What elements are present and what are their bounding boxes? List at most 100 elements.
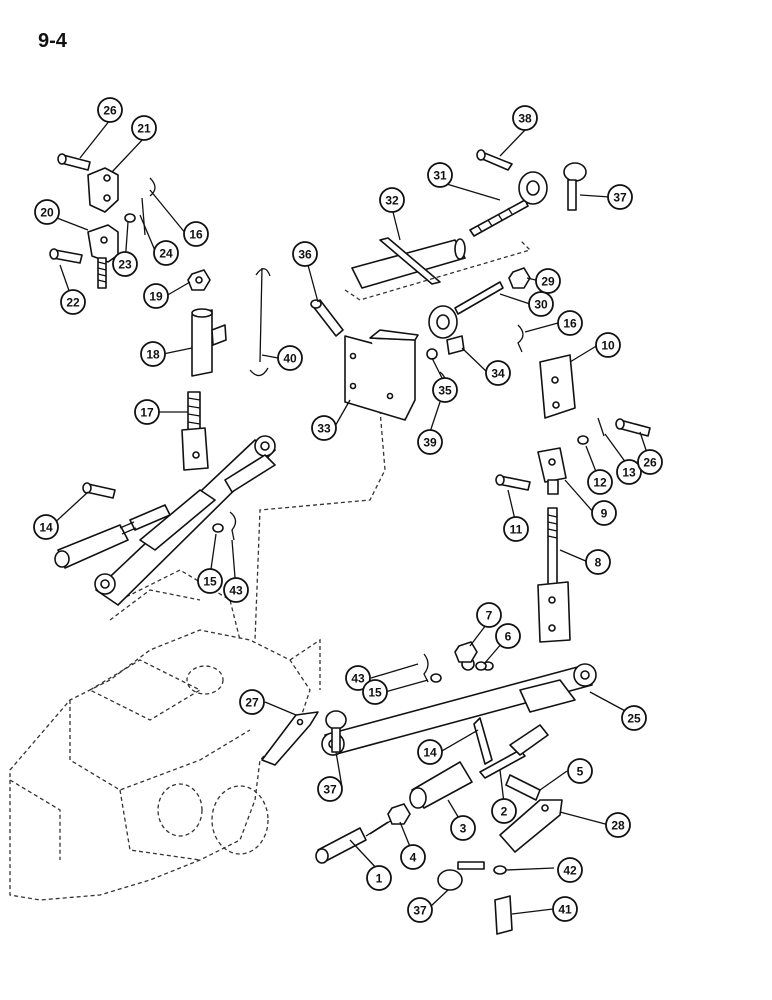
callout-22: 22: [60, 289, 86, 315]
callout-label: 25: [627, 712, 641, 726]
callout-3: 3: [450, 815, 476, 841]
callout-20: 20: [34, 199, 60, 225]
callout-label: 10: [601, 339, 615, 353]
callout-label: 27: [245, 696, 259, 710]
callout-label: 11: [510, 523, 523, 537]
callout-label: 34: [491, 367, 505, 381]
callout-label: 16: [563, 317, 577, 331]
callout-15: 15: [197, 568, 223, 594]
callout-label: 26: [103, 104, 117, 118]
callout-label: 13: [622, 466, 636, 480]
callout-38: 38: [512, 105, 538, 131]
callout-label: 42: [563, 864, 577, 878]
callout-label: 21: [137, 122, 151, 136]
callout-label: 18: [146, 348, 160, 362]
callout-42: 42: [557, 857, 583, 883]
callout-35: 35: [432, 377, 458, 403]
callout-label: 29: [541, 275, 555, 289]
callout-label: 31: [433, 169, 447, 183]
callout-10: 10: [595, 332, 621, 358]
right-lift-rod: [495, 354, 651, 643]
callout-24: 24: [153, 240, 179, 266]
callout-label: 40: [283, 352, 297, 366]
callout-12: 12: [587, 469, 613, 495]
callout-33: 33: [311, 415, 337, 441]
callout-label: 43: [351, 672, 365, 686]
callout-label: 23: [118, 258, 132, 272]
callout-6: 6: [495, 623, 521, 649]
callout-1: 1: [366, 865, 392, 891]
callout-16: 16: [183, 221, 209, 247]
callout-8: 8: [585, 549, 611, 575]
tractor-body-outline: [9, 409, 386, 901]
callout-11: 11: [503, 516, 529, 542]
callout-label: 37: [323, 783, 337, 797]
callout-label: 3: [460, 822, 467, 836]
callout-21: 21: [131, 115, 157, 141]
callout-label: 6: [505, 630, 512, 644]
callout-label: 15: [203, 575, 217, 589]
callout-label: 19: [149, 290, 163, 304]
callout-label: 41: [558, 903, 572, 917]
callout-label: 35: [438, 384, 452, 398]
callout-label: 39: [423, 436, 437, 450]
callout-32: 32: [379, 187, 405, 213]
callout-18: 18: [140, 341, 166, 367]
callout-label: 38: [518, 112, 532, 126]
callout-group: 2621383137201624233222361929304018161035…: [33, 97, 663, 923]
callout-label: 15: [368, 686, 382, 700]
callout-label: 30: [534, 298, 548, 312]
callout-15: 15: [362, 679, 388, 705]
right-lower-link: [261, 641, 597, 935]
callout-4: 4: [400, 844, 426, 870]
callout-label: 43: [229, 584, 243, 598]
callout-label: 14: [423, 746, 437, 760]
page-number: 9-4: [38, 30, 67, 52]
callout-label: 12: [593, 476, 607, 490]
callout-label: 17: [140, 406, 154, 420]
callout-label: 1: [376, 872, 383, 886]
callout-41: 41: [552, 896, 578, 922]
callout-14: 14: [417, 739, 443, 765]
callout-label: 37: [413, 904, 427, 918]
callout-7: 7: [476, 602, 502, 628]
callout-label: 4: [410, 851, 417, 865]
callout-43: 43: [345, 665, 371, 691]
callout-label: 28: [611, 819, 625, 833]
callout-label: 2: [501, 805, 508, 819]
callout-23: 23: [112, 251, 138, 277]
callout-26: 26: [637, 449, 663, 475]
callout-26: 26: [97, 97, 123, 123]
left-lower-link: [54, 435, 276, 606]
callout-39: 39: [417, 429, 443, 455]
upper-left-parts: [49, 153, 271, 471]
callout-label: 8: [595, 556, 602, 570]
callout-37: 37: [407, 897, 433, 923]
callout-37: 37: [607, 184, 633, 210]
callout-label: 9: [601, 507, 608, 521]
callout-5: 5: [567, 758, 593, 784]
callout-25: 25: [621, 705, 647, 731]
callout-29: 29: [535, 268, 561, 294]
callout-27: 27: [239, 689, 265, 715]
callout-2: 2: [491, 798, 517, 824]
callout-label: 37: [613, 191, 627, 205]
callout-13: 13: [616, 459, 642, 485]
callout-34: 34: [485, 360, 511, 386]
callout-43: 43: [223, 577, 249, 603]
callout-19: 19: [143, 283, 169, 309]
callout-label: 22: [66, 296, 80, 310]
callout-label: 7: [486, 609, 493, 623]
callout-17: 17: [134, 399, 160, 425]
callout-36: 36: [292, 241, 318, 267]
callout-label: 16: [189, 228, 203, 242]
callout-label: 14: [39, 521, 53, 535]
callout-16: 16: [557, 310, 583, 336]
callout-label: 36: [298, 248, 312, 262]
callout-31: 31: [427, 162, 453, 188]
callout-9: 9: [591, 500, 617, 526]
callout-label: 24: [159, 247, 173, 261]
callout-label: 20: [40, 206, 54, 220]
callout-14: 14: [33, 514, 59, 540]
